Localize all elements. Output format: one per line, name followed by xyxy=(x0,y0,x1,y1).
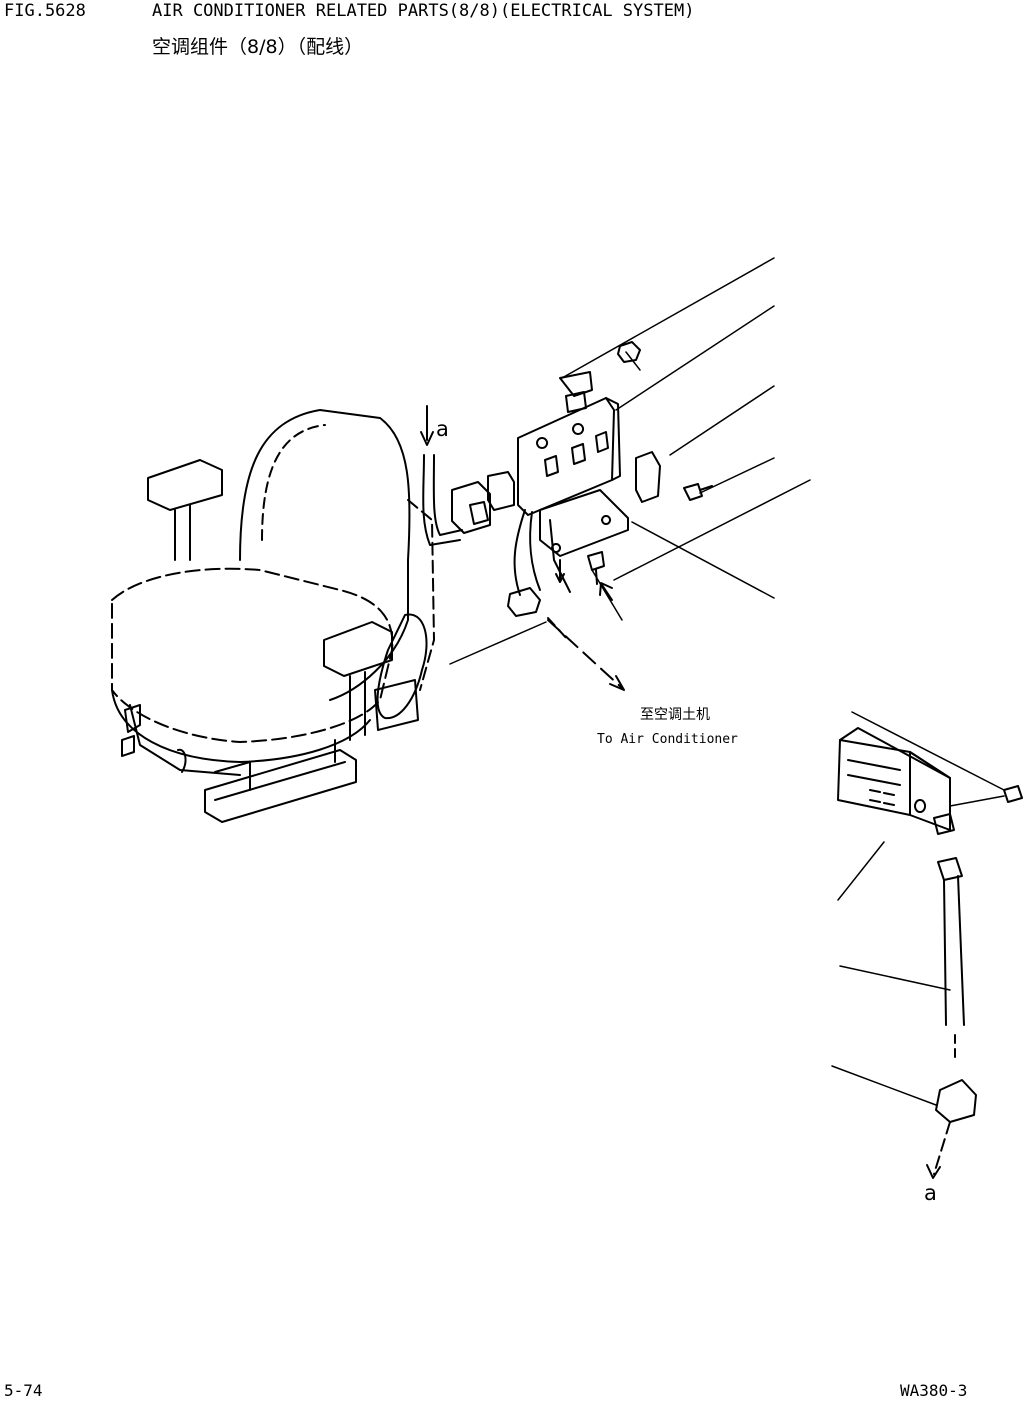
figure-number: FIG.5628 xyxy=(4,1,86,21)
bracket-plate xyxy=(518,398,614,515)
leader-line-5 xyxy=(700,458,774,493)
bracket-arrow-2 xyxy=(600,583,612,600)
leader-line-6 xyxy=(614,480,810,580)
panel-side xyxy=(910,752,950,830)
leader-line-8 xyxy=(450,622,546,664)
cable-leader xyxy=(840,966,950,990)
model-code: WA380-3 xyxy=(900,1381,968,1400)
bracket-relay-3 xyxy=(596,432,608,452)
title-chinese: 空调组件（8/8）（配线） xyxy=(152,36,364,58)
title-english: AIR CONDITIONER RELATED PARTS(8/8)(ELECT… xyxy=(152,1,695,21)
bracket-relay-1 xyxy=(545,456,558,476)
panel-leader-left xyxy=(838,842,884,900)
seat-cushion-front xyxy=(112,690,370,762)
bracket-relay-2 xyxy=(572,444,585,464)
panel-button-row-1 xyxy=(848,760,900,785)
side-clip xyxy=(636,452,660,502)
panel-screw xyxy=(1004,786,1022,802)
seat-side-control xyxy=(378,614,427,718)
wire-harness-upper xyxy=(421,406,514,545)
arrow-a-top-head xyxy=(421,432,433,445)
arrow-to-ac-shaft xyxy=(548,620,622,688)
bracket-hole-1 xyxy=(537,438,547,448)
screw-right xyxy=(684,484,712,500)
harness-to-ac xyxy=(548,618,568,640)
armrest-left-post xyxy=(175,505,190,560)
seat-side-bracket xyxy=(375,680,418,730)
leader-line-1 xyxy=(562,258,774,378)
callout-to-ac-english: To Air Conditioner xyxy=(597,732,738,747)
arrow-a-bottom-shaft xyxy=(934,1122,950,1174)
seat-mount-hook xyxy=(178,750,185,772)
connection-label-a-bottom: a xyxy=(924,1181,937,1205)
plug-bottom xyxy=(936,1080,976,1122)
leader-line-3 xyxy=(626,352,640,370)
harness-lower-2 xyxy=(530,512,540,590)
lower-cable xyxy=(832,858,976,1178)
arrow-to-ac-head xyxy=(610,676,624,690)
bracket-top-clip xyxy=(560,372,592,396)
plug-leader xyxy=(832,1066,936,1105)
nut-top xyxy=(618,342,640,362)
leader-line-4 xyxy=(670,386,774,455)
bracket-lower-hole xyxy=(602,516,610,524)
panel-leader-top xyxy=(852,712,1004,790)
connection-label-a-top: a xyxy=(436,417,449,441)
connector-block-2 xyxy=(488,472,514,510)
leader-line-2 xyxy=(616,306,774,410)
leader-line-7 xyxy=(632,522,774,598)
seat-rail xyxy=(205,750,356,822)
harness-lower-1 xyxy=(515,510,525,595)
screw-bottom xyxy=(588,552,604,584)
armrest-left xyxy=(148,460,222,510)
panel-leader-right xyxy=(950,796,1004,806)
armrest-right xyxy=(324,622,392,676)
bracket-plate-edge xyxy=(606,398,620,480)
harness-lower-3 xyxy=(550,520,570,592)
bracket-arrow-1 xyxy=(556,560,564,582)
panel-knob xyxy=(915,800,925,812)
cable-plug-top xyxy=(938,858,962,880)
page-number: 5-74 xyxy=(4,1381,43,1400)
seat-backrest-inner xyxy=(262,425,325,540)
seat-cushion-underside xyxy=(130,705,240,775)
connector-lower xyxy=(508,588,540,616)
seat-backrest-side xyxy=(408,500,434,690)
seat-cushion xyxy=(112,569,392,742)
panel-connector xyxy=(934,814,954,834)
callout-to-ac-chinese: 至空调土机 xyxy=(640,707,710,723)
ac-control-panel xyxy=(838,712,1022,900)
operator-seat xyxy=(112,410,434,822)
bracket-hole-2 xyxy=(573,424,583,434)
panel-buttons xyxy=(870,790,894,805)
arrow-a-bottom-head xyxy=(927,1165,940,1178)
connector-block-1 xyxy=(452,482,490,533)
relay-bracket xyxy=(508,342,712,690)
cable-body xyxy=(944,876,964,1025)
seat-rail-foot xyxy=(215,740,335,790)
leader-line-9 xyxy=(592,570,622,620)
armrest-right-post xyxy=(350,672,365,740)
seat-rail-line xyxy=(215,762,345,800)
bracket-top-clip-2 xyxy=(566,392,586,412)
bracket-lower-plate xyxy=(540,490,628,556)
harness-wire-2 xyxy=(434,455,462,535)
connector-block-3 xyxy=(470,502,488,524)
leader-lines xyxy=(450,258,810,664)
seat-mount-left xyxy=(122,705,140,756)
harness-wire-1 xyxy=(423,455,460,545)
